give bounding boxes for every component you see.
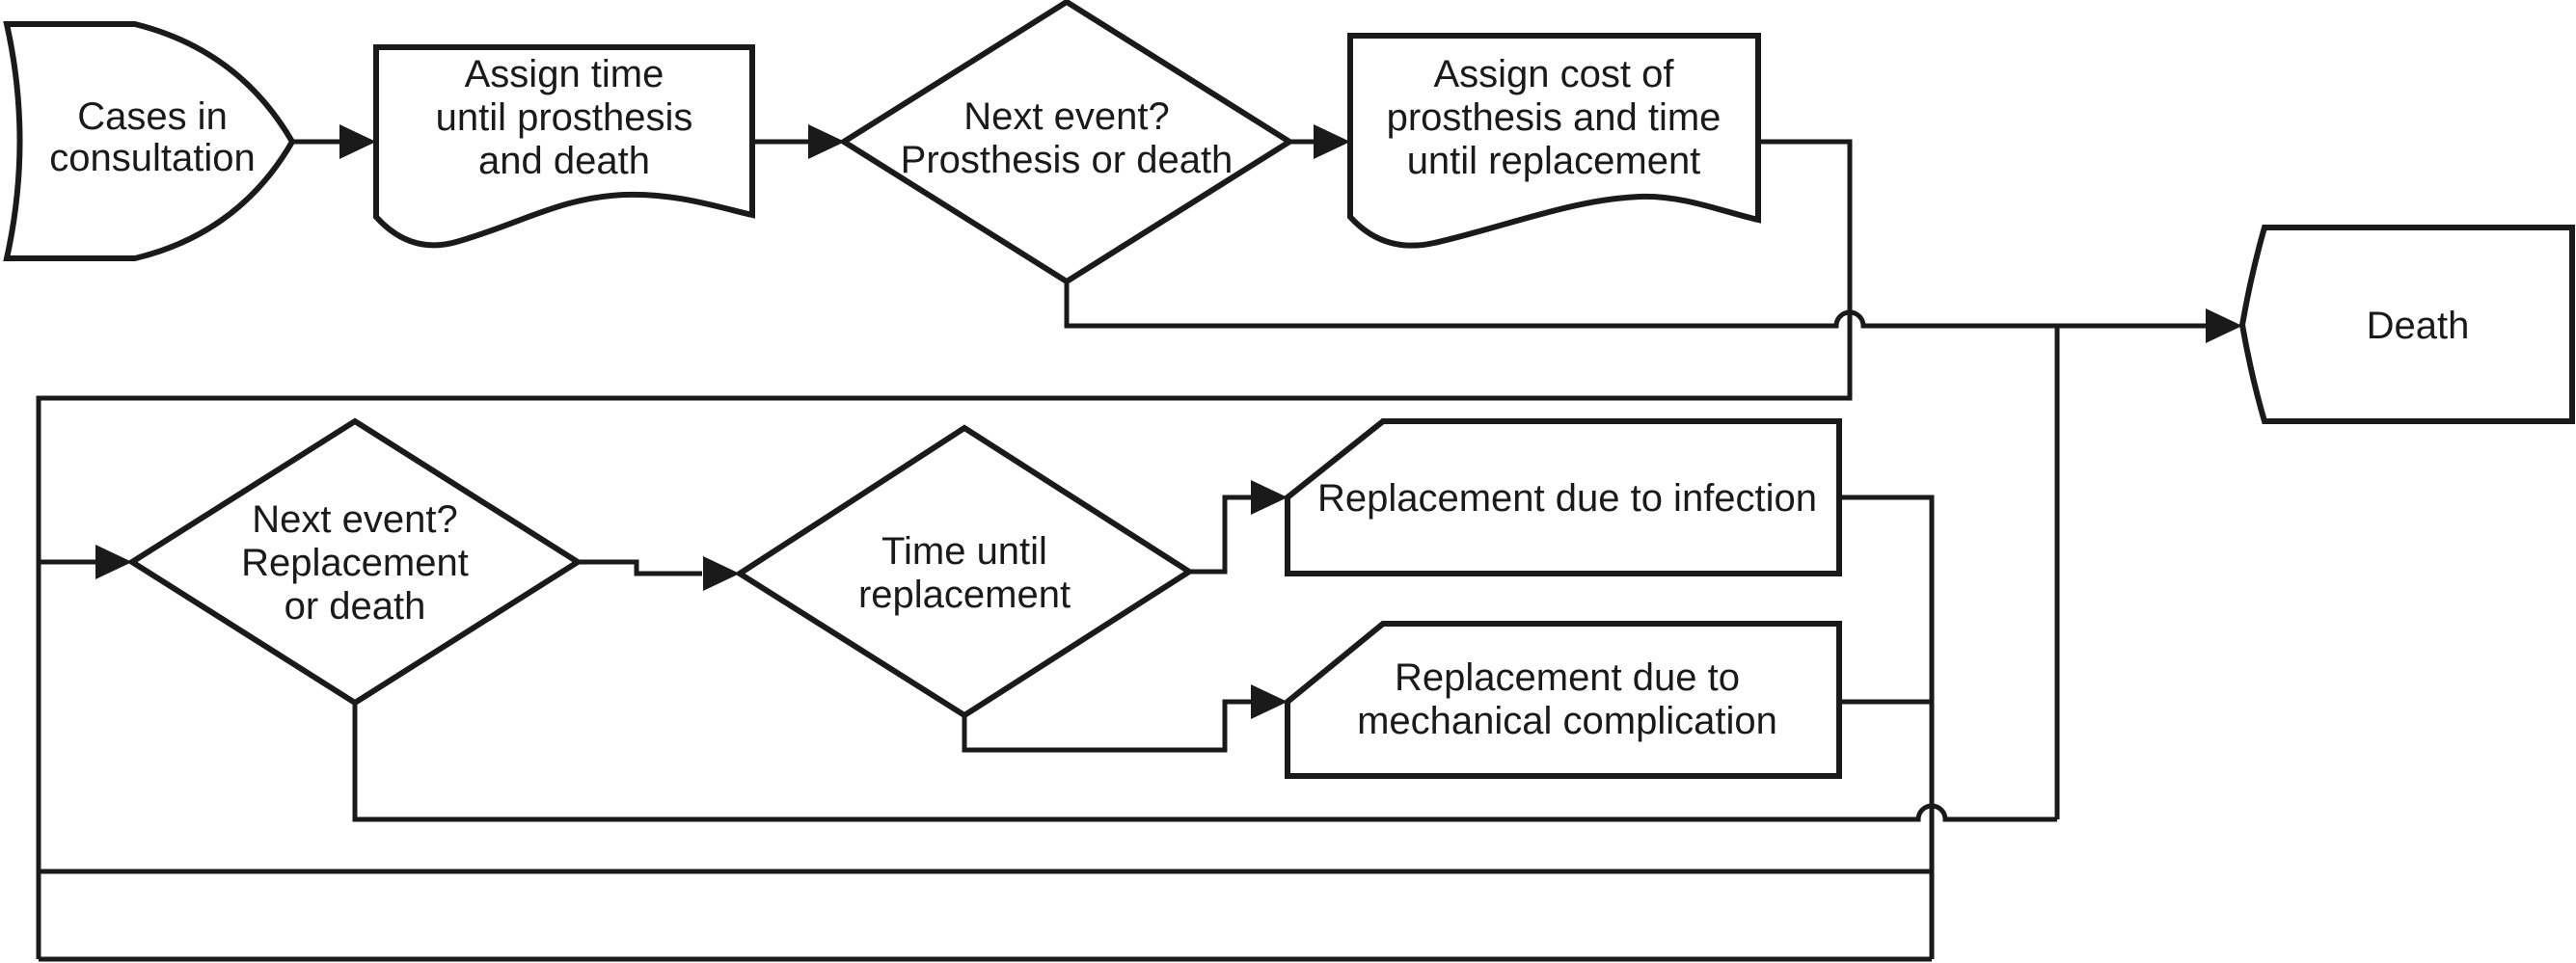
node-assign-time: Assign time until prosthesis and death (373, 44, 755, 249)
death-line (1064, 281, 2206, 329)
assign-cost-label-line: prosthesis and time (1387, 96, 1722, 139)
death-shape (2238, 225, 2575, 424)
assign-time-label-line: Assign time (465, 53, 664, 95)
replacement-infection-shape (1285, 418, 1842, 576)
next-event-prosthesis-label-line: Next event? (963, 95, 1169, 138)
assign-cost-output-line (36, 139, 1853, 959)
arrowhead-icon (1251, 684, 1288, 719)
connector-loop-entry (39, 545, 132, 579)
connector-replacement-trunk (1839, 495, 1935, 959)
arrowhead-icon (2206, 308, 2242, 343)
arrowhead-icon (1251, 480, 1288, 515)
cases-shape (3, 21, 296, 261)
assign-cost-label-line: Assign cost of (1433, 53, 1674, 95)
replacement-infection-label-line: Replacement due to infection (1317, 477, 1817, 520)
arrowhead-icon (703, 556, 740, 591)
node-next-event-replacement: Next event? Replacement or death (126, 417, 583, 707)
assign-time-label-line: and death (478, 140, 650, 182)
time-until-replacement-label-line: replacement (858, 574, 1071, 616)
connector-decision-to-assign-cost (1289, 124, 1350, 159)
time-until-replacement-label-line: Time until (881, 530, 1047, 573)
infection-input-line (1189, 495, 1251, 575)
next-event-prosthesis-label-line: Prosthesis or death (901, 139, 1234, 181)
assign-cost-shape (1347, 33, 1761, 249)
assign-time-shape (373, 44, 755, 249)
next-event-replacement-label-line: Next event? (252, 498, 457, 541)
between-diamonds-line (578, 559, 702, 576)
connector-to-infection (1189, 480, 1288, 575)
death-label-line: Death (2367, 305, 2470, 347)
arrowhead-icon (95, 545, 132, 579)
next-event-replacement-label-line: or death (285, 585, 426, 628)
node-assign-cost: Assign cost of prosthesis and time until… (1347, 33, 1761, 249)
connector-to-mechanical (962, 684, 1288, 753)
assign-cost-label-line: until replacement (1407, 140, 1701, 182)
connector-death-main (1064, 281, 2242, 819)
arrowhead-icon (808, 124, 845, 159)
arrowhead-icon (1314, 124, 1350, 159)
connector-assign-cost-to-loop (36, 139, 1853, 959)
mechanical-input-line (962, 699, 1251, 753)
next-event-replacement-shape (126, 417, 583, 707)
node-replacement-mechanical: Replacement due to mechanical complicati… (1285, 621, 1842, 779)
next-event-prosthesis-shape (838, 0, 1295, 285)
connector-cases-to-assign-time (292, 124, 376, 159)
node-time-until-replacement: Time until replacement (734, 424, 1195, 719)
connector-assign-time-to-decision (752, 124, 845, 159)
cases-label-line: Cases in (77, 95, 228, 138)
node-replacement-infection: Replacement due to infection (1285, 418, 1842, 576)
next-event-replacement-label-line: Replacement (241, 542, 469, 584)
infection-output-line (1839, 495, 1935, 959)
node-cases: Cases in consultation (3, 21, 296, 261)
replacement-mechanical-label-line: Replacement due to (1395, 656, 1740, 699)
node-next-event-prosthesis: Next event? Prosthesis or death (838, 0, 1295, 285)
bottom-collector-lines (39, 869, 1932, 962)
cases-label-line: consultation (49, 137, 255, 179)
connector-replacement-to-time (578, 556, 740, 591)
replacement-mechanical-label-line: mechanical complication (1357, 700, 1777, 742)
replacement-mechanical-shape (1285, 621, 1842, 779)
node-death: Death (2238, 225, 2575, 424)
assign-time-label-line: until prosthesis (436, 96, 693, 139)
time-until-replacement-shape (734, 424, 1195, 719)
arrowhead-icon (339, 124, 376, 159)
